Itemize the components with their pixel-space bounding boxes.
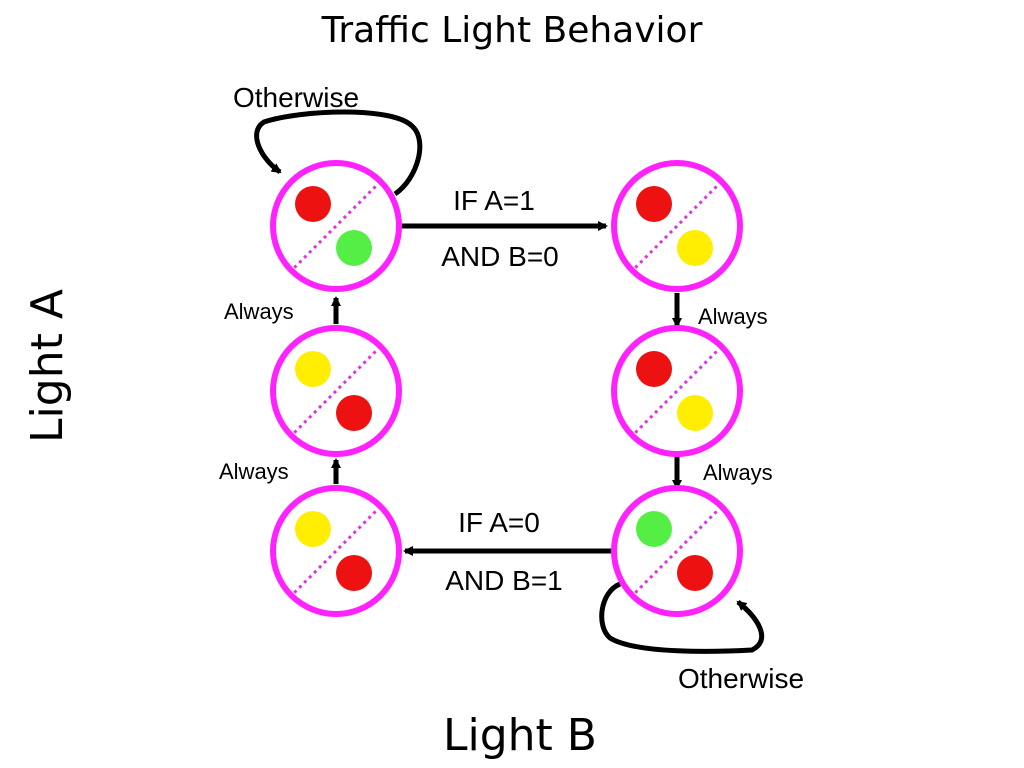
transition-label: Always bbox=[224, 299, 294, 324]
state-node-s6 bbox=[270, 325, 402, 457]
yellow-light bbox=[295, 511, 331, 547]
state-node-s5 bbox=[270, 485, 402, 617]
red-light bbox=[336, 555, 372, 591]
transition-label: Otherwise bbox=[233, 82, 359, 113]
red-light bbox=[295, 186, 331, 222]
diagram-title: Traffic Light Behavior bbox=[321, 10, 703, 51]
state-node-s3 bbox=[611, 325, 743, 457]
transition-label: Always bbox=[219, 459, 289, 484]
state-node-s4 bbox=[611, 485, 743, 617]
yellow-light bbox=[295, 351, 331, 387]
light-a-axis-label: Light A bbox=[22, 289, 73, 443]
transition-label: AND B=0 bbox=[441, 241, 559, 272]
state-node-s2 bbox=[611, 160, 743, 292]
state-nodes bbox=[270, 160, 743, 617]
transition-label: Always bbox=[698, 304, 768, 329]
self-loop-s4 bbox=[599, 581, 765, 654]
red-light bbox=[677, 555, 713, 591]
green-light bbox=[636, 511, 672, 547]
self-loop-s1 bbox=[254, 109, 423, 197]
yellow-light bbox=[677, 395, 713, 431]
transition-label: Always bbox=[703, 460, 773, 485]
transition-label: IF A=0 bbox=[458, 507, 540, 538]
transition-label: AND B=1 bbox=[445, 565, 563, 596]
red-light bbox=[336, 395, 372, 431]
state-node-s1 bbox=[270, 160, 402, 292]
transition-label: Otherwise bbox=[678, 663, 804, 694]
transition-label: IF A=1 bbox=[453, 185, 535, 216]
red-light bbox=[636, 186, 672, 222]
transition-arrows bbox=[254, 109, 765, 654]
light-b-axis-label: Light B bbox=[443, 710, 597, 761]
yellow-light bbox=[677, 230, 713, 266]
green-light bbox=[336, 230, 372, 266]
red-light bbox=[636, 351, 672, 387]
